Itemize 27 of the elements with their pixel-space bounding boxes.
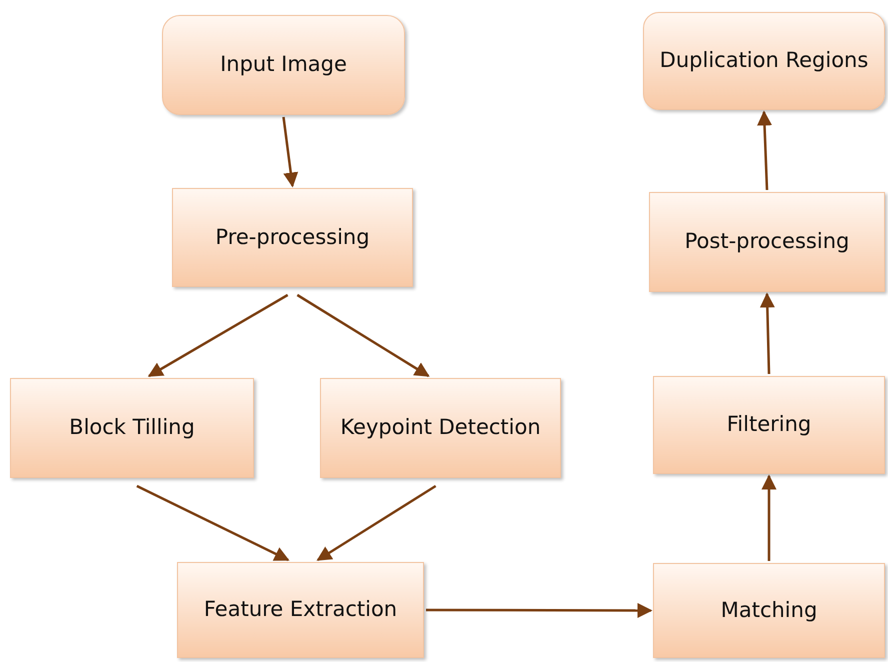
process-box xyxy=(653,563,885,658)
arrow xyxy=(760,292,775,374)
process-box xyxy=(653,376,885,474)
box-label: Input Image xyxy=(219,51,348,78)
box-label: Pre-processing xyxy=(214,224,371,251)
arrow xyxy=(757,110,772,190)
arrow xyxy=(316,484,436,562)
box-label: Block Tilling xyxy=(68,414,196,442)
process-box xyxy=(643,12,885,110)
arrow xyxy=(296,294,430,378)
box-label: Filtering xyxy=(726,411,812,438)
arrow xyxy=(282,116,298,188)
process-box xyxy=(177,562,424,658)
process-box xyxy=(10,378,254,478)
box-label: Keypoint Detection xyxy=(339,414,542,442)
box-label: Matching xyxy=(720,596,818,624)
arrow xyxy=(426,602,652,618)
arrow xyxy=(136,484,290,562)
box-label: Duplication Regions xyxy=(658,47,870,74)
arrow xyxy=(762,474,776,561)
process-box xyxy=(320,378,561,478)
box-label: Post-processing xyxy=(684,228,850,256)
arrow xyxy=(148,294,288,378)
process-box xyxy=(172,188,413,287)
box-label: Feature Extraction xyxy=(202,596,398,624)
process-box xyxy=(649,192,885,292)
process-box xyxy=(162,15,405,115)
